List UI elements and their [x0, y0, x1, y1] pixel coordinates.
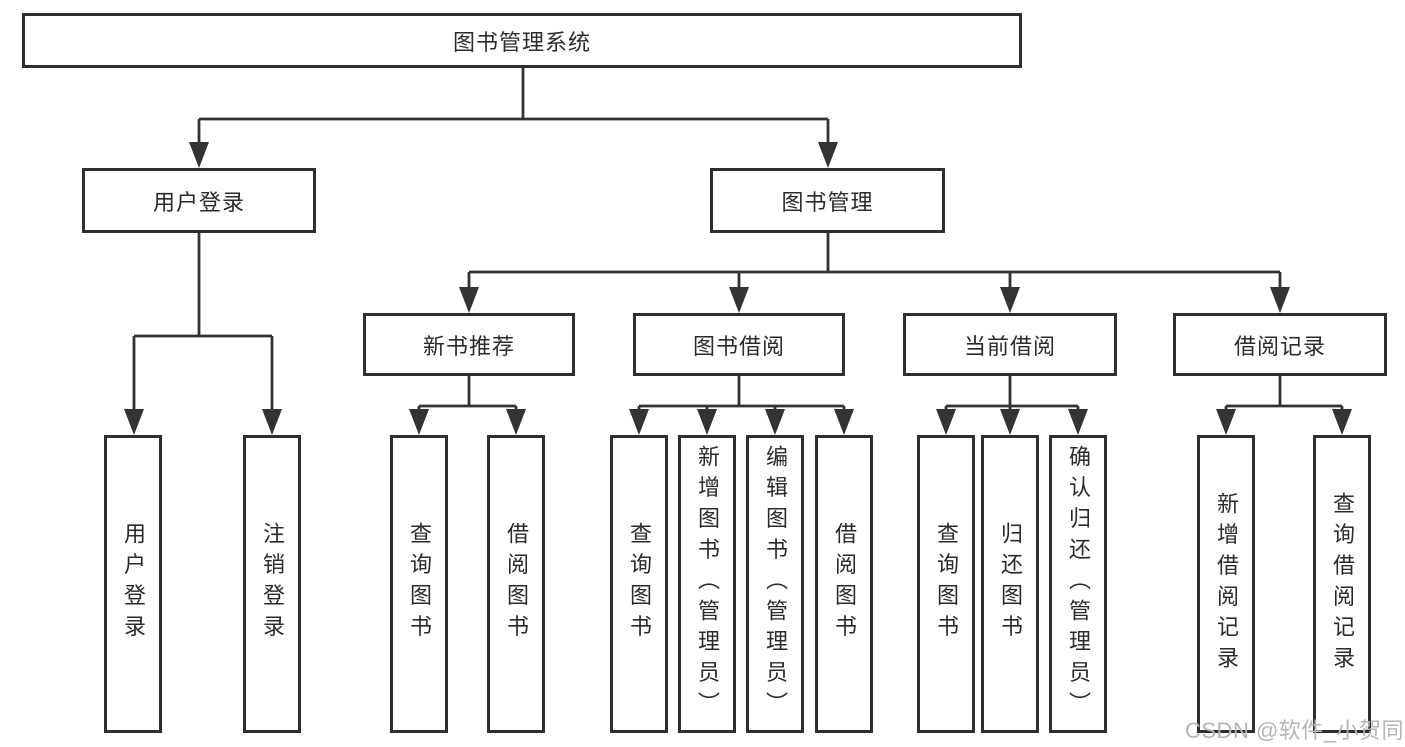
node-current-borrowing-label: 当前借阅: [963, 333, 1056, 359]
leaf-return-books-label: 归还图书: [998, 522, 1023, 646]
leaf-query-books-current-label: 查询图书: [934, 522, 959, 646]
node-borrowing-records: 借阅记录: [1173, 313, 1387, 376]
leaf-query-books-borrowing-label: 查询图书: [627, 522, 652, 646]
leaf-return-books: 归还图书: [981, 435, 1039, 733]
leaf-confirm-return-admin-label: 确认归还（管理员）: [1066, 445, 1091, 723]
node-library-system: 图书管理系统: [22, 13, 1022, 68]
node-user-login: 用户登录: [82, 168, 316, 233]
leaf-add-books-admin: 新增图书（管理员）: [678, 435, 736, 733]
leaf-logout: 注销登录: [243, 435, 301, 733]
leaf-borrow-books-borrowing: 借阅图书: [815, 435, 873, 733]
leaf-query-books-recommend-label: 查询图书: [407, 522, 432, 646]
leaf-query-books-borrowing: 查询图书: [610, 435, 668, 733]
leaf-query-books-current: 查询图书: [917, 435, 975, 733]
node-library-system-label: 图书管理系统: [452, 29, 591, 55]
node-book-management-label: 图书管理: [781, 189, 874, 215]
leaf-query-books-recommend: 查询图书: [390, 435, 448, 733]
node-new-book-recommend: 新书推荐: [363, 313, 575, 376]
node-book-management: 图书管理: [710, 168, 945, 233]
leaf-user-login-label: 用户登录: [121, 522, 146, 646]
leaf-add-books-admin-label: 新增图书（管理员）: [695, 445, 720, 723]
leaf-user-login: 用户登录: [104, 435, 162, 733]
leaf-edit-books-admin-label: 编辑图书（管理员）: [763, 445, 788, 723]
leaf-borrow-books-recommend-label: 借阅图书: [504, 522, 529, 646]
leaf-confirm-return-admin: 确认归还（管理员）: [1049, 435, 1107, 733]
node-current-borrowing: 当前借阅: [903, 313, 1117, 376]
node-new-book-recommend-label: 新书推荐: [422, 333, 515, 359]
node-user-login-label: 用户登录: [152, 189, 245, 215]
leaf-add-borrow-record-label: 新增借阅记录: [1214, 491, 1239, 677]
leaf-query-borrow-record-label: 查询借阅记录: [1330, 491, 1355, 677]
leaf-query-borrow-record: 查询借阅记录: [1313, 435, 1371, 733]
leaf-logout-label: 注销登录: [260, 522, 285, 646]
watermark: CSDN @软件_小贺同学: [1185, 718, 1405, 743]
leaf-borrow-books-borrowing-label: 借阅图书: [832, 522, 857, 646]
leaf-edit-books-admin: 编辑图书（管理员）: [746, 435, 804, 733]
leaf-borrow-books-recommend: 借阅图书: [487, 435, 545, 733]
leaf-add-borrow-record: 新增借阅记录: [1197, 435, 1255, 733]
node-book-borrowing-label: 图书借阅: [692, 333, 785, 359]
node-book-borrowing: 图书借阅: [633, 313, 845, 376]
node-borrowing-records-label: 借阅记录: [1233, 333, 1326, 359]
